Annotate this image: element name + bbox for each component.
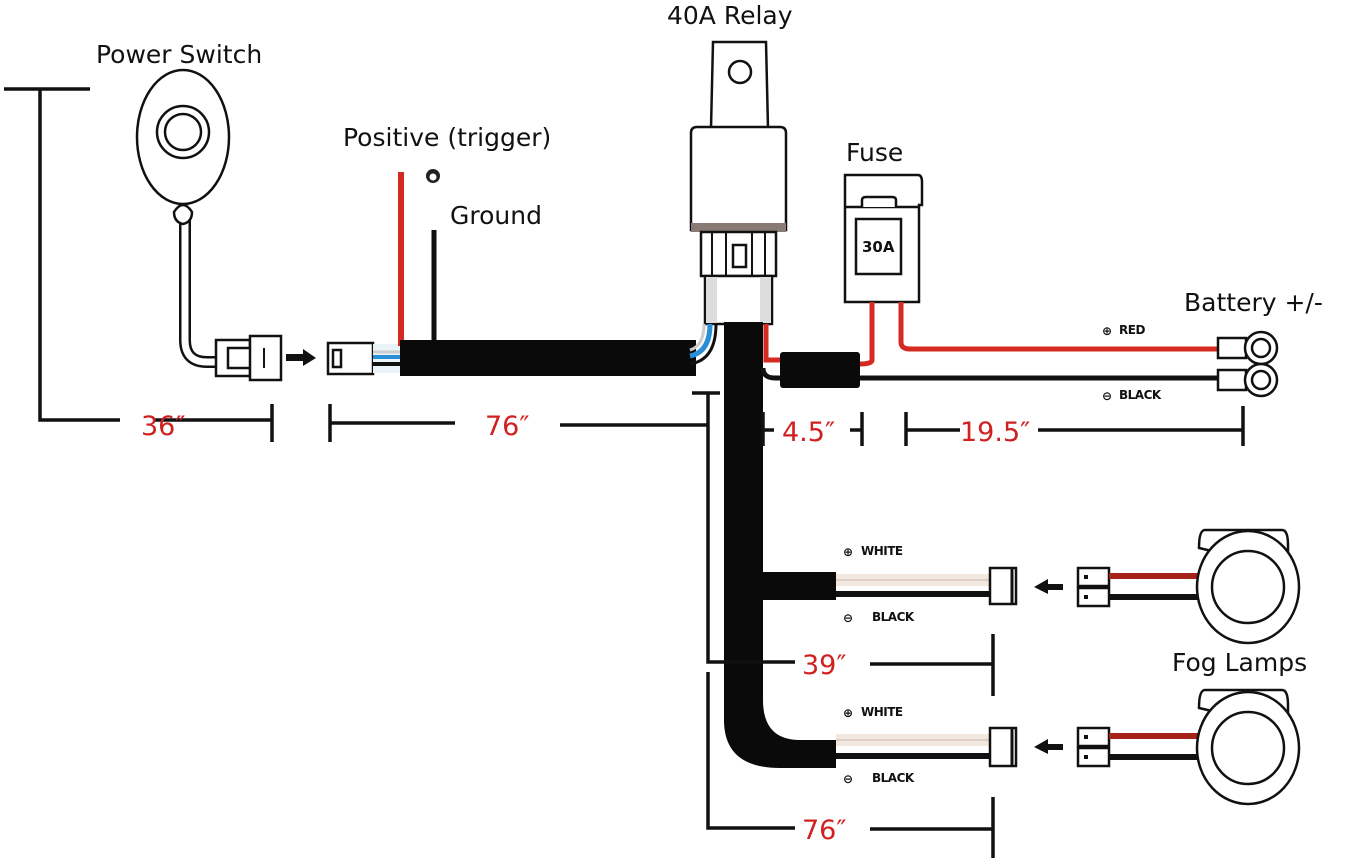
fuse-sleeve (780, 352, 860, 388)
wire-label-lamp1-positive: ⊕ WHITE (843, 544, 903, 559)
ground-label: Ground (450, 201, 542, 230)
power-switch-label: Power Switch (96, 40, 262, 69)
lamp-harness-trunk (724, 322, 836, 768)
arrow-left-icon (1034, 579, 1063, 594)
trigger-symbol-icon (426, 169, 440, 183)
fog-lamp-2 (1195, 688, 1301, 806)
svg-text:⊕: ⊕ (1102, 324, 1112, 338)
battery-positive-terminal (1216, 330, 1279, 366)
svg-text:BLACK: BLACK (872, 610, 915, 624)
dimension-main-harness: 76″ (328, 404, 708, 442)
svg-text:⊕: ⊕ (843, 706, 853, 720)
battery-label: Battery +/- (1184, 288, 1323, 317)
wire-label-lamp1-negative: ⊖ BLACK (843, 610, 915, 625)
dimension-label: 36″ (141, 411, 185, 442)
dimension-lamp1-lead: 39″ (802, 634, 995, 696)
svg-text:WHITE: WHITE (861, 544, 903, 558)
svg-text:⊖: ⊖ (1102, 389, 1112, 403)
svg-text:BLACK: BLACK (1119, 388, 1162, 402)
dimension-fuse-lead: 4.5″ (761, 412, 864, 448)
wire-label-lamp2-negative: ⊖ BLACK (843, 771, 915, 786)
svg-text:⊖: ⊖ (843, 611, 853, 625)
battery-negative-terminal (1216, 362, 1279, 398)
relay-label: 40A Relay (667, 1, 793, 30)
dimension-label: 19.5″ (960, 417, 1030, 448)
svg-text:BLACK: BLACK (872, 771, 915, 785)
lamp2-connector (1076, 726, 1111, 768)
wire-label-battery-negative: ⊖ BLACK (1102, 388, 1162, 403)
dimension-label: 76″ (802, 815, 846, 846)
dimension-label: 76″ (485, 411, 529, 442)
relay (689, 40, 788, 326)
lamp1-connector (1076, 566, 1111, 608)
power-switch (135, 68, 283, 382)
svg-text:RED: RED (1119, 323, 1145, 337)
lamp1-lead (836, 566, 1018, 606)
fog-lamp-1 (1195, 528, 1301, 645)
lamp2-lead (836, 726, 1018, 768)
dimension-battery-lead: 19.5″ (904, 406, 1245, 448)
fuse: 30A (843, 173, 924, 304)
main-harness-sleeve (400, 340, 696, 376)
wire-label-battery-positive: ⊕ RED (1102, 323, 1146, 338)
dimension-switch-lead: 36″ (4, 87, 274, 442)
svg-text:⊖: ⊖ (843, 772, 853, 786)
dimension-lamp2-lead: 76″ (802, 797, 995, 858)
arrow-left-icon (1034, 739, 1063, 754)
arrow-right-icon (286, 349, 316, 366)
wire-label-lamp2-positive: ⊕ WHITE (843, 705, 903, 720)
svg-text:⊕: ⊕ (843, 545, 853, 559)
fog-lamps-label: Fog Lamps (1172, 648, 1307, 677)
fuse-label: Fuse (846, 138, 903, 167)
positive-trigger-label: Positive (trigger) (343, 123, 551, 152)
svg-text:WHITE: WHITE (861, 705, 903, 719)
dimension-label: 39″ (802, 650, 846, 681)
fuse-rating: 30A (862, 238, 895, 256)
switch-harness-connector (326, 341, 403, 376)
dimension-label: 4.5″ (782, 417, 835, 448)
